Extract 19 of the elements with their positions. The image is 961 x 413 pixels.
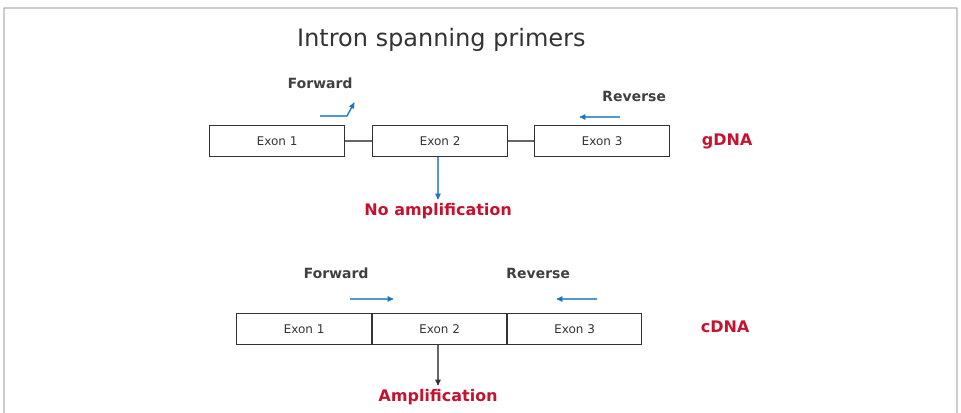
primer-label: Reverse (602, 89, 666, 105)
primer-label: Forward (304, 266, 368, 282)
result-text: Amplification (378, 386, 498, 405)
connector-line (508, 140, 534, 142)
exon-box: Exon 2 (372, 313, 507, 345)
connector-line (345, 140, 372, 142)
exon-box: Exon 1 (236, 313, 372, 345)
exon-box: Exon 3 (534, 125, 670, 157)
sample-label: gDNA (702, 130, 752, 149)
title: Intron spanning primers (297, 24, 586, 52)
result-text: No amplification (364, 200, 512, 219)
sample-label: cDNA (700, 317, 750, 336)
primer-label: Forward (288, 76, 352, 92)
arrow (435, 157, 441, 200)
arrow (435, 345, 441, 386)
exon-box: Exon 1 (209, 125, 345, 157)
exon-box: Exon 3 (507, 313, 642, 345)
primer-label: Reverse (506, 266, 570, 282)
exon-box: Exon 2 (372, 125, 508, 157)
